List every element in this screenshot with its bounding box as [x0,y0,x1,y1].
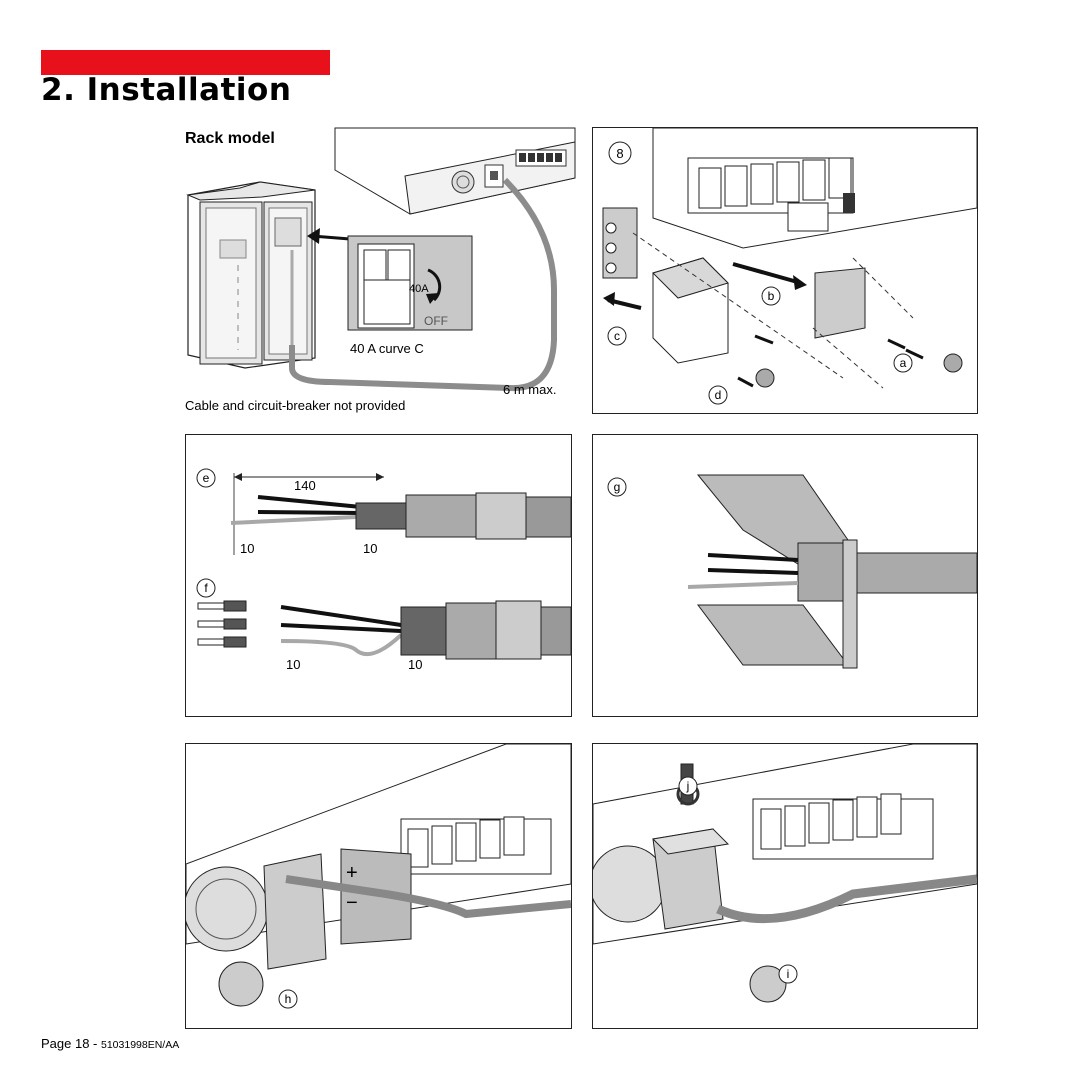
cable-length: 6 m max. [503,382,556,397]
breaker-state: OFF [424,314,448,328]
step-label-c: c [614,329,620,343]
panel-step-g: g [592,434,978,717]
step-label-g: g [614,480,621,494]
breaker-rating: 40A [409,283,429,295]
rack-cabinet [186,181,316,369]
section-title: 2. Installation [41,72,292,108]
footer-document-id: 51031998EN/AA [101,1039,180,1051]
strip-length: 140 [294,478,316,493]
step-label-a: a [900,356,907,370]
panel-steps-e-f: e 140 10 10 f 10 10 [185,434,572,717]
end-strip-4: 10 [408,657,422,672]
step-label-i: i [787,967,790,981]
step-label-f: f [204,581,208,595]
page-footer: Page 18 - 51031998EN/AA [41,1036,179,1051]
ups-rack-unit [334,127,576,215]
arrow-to-breaker [307,228,351,244]
step-label-h: h [285,992,292,1006]
rack-model-heading: Rack model [185,130,275,147]
panel-step-h: + − h [185,743,572,1029]
section-color-bar [41,50,330,75]
panel-step-8: 8 a b c d [592,127,978,414]
negative-terminal: − [346,892,358,914]
footer-page-number: Page 18 - [41,1036,101,1051]
step-label-j: j [686,779,690,793]
step-label-d: d [715,388,722,402]
circuit-breaker [347,235,473,331]
step-label-b: b [768,289,775,303]
end-strip-1: 10 [240,541,254,556]
power-cable [289,177,557,392]
end-strip-3: 10 [286,657,300,672]
breaker-caption: 40 A curve C [350,341,424,356]
rack-model-illustration: 40A OFF 40 A curve C 6 m max. Cable and … [185,127,576,413]
step-label-e: e [203,471,210,485]
installation-note: Cable and circuit-breaker not provided [185,398,405,413]
positive-terminal: + [346,862,358,884]
step-number: 8 [616,146,623,161]
panel-steps-i-j: j i [592,743,978,1029]
end-strip-2: 10 [363,541,377,556]
